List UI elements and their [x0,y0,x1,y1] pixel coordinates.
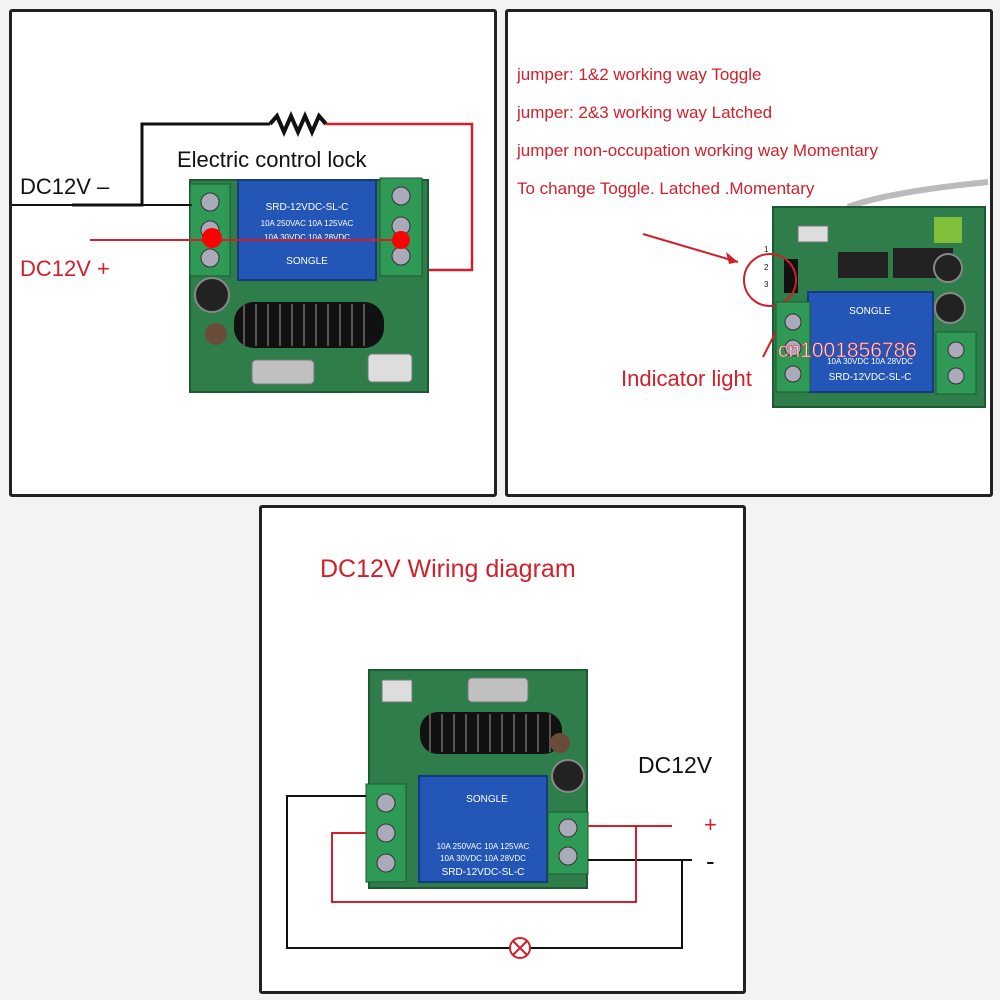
antenna-coil [420,712,562,754]
dc-plus-label: DC12V + [20,256,110,281]
terminal-screw [784,339,802,357]
relay-brand: SONGLE [849,306,891,317]
pin-label: 3 [764,280,769,289]
capacitor [550,733,570,753]
terminal-screw [391,246,411,266]
dc-minus-label: DC12V – [20,174,110,199]
antenna-coil [234,302,384,348]
jumper-highlight-circle [743,253,797,307]
relay-brand: SONGLE [466,794,508,805]
learn-button [381,679,413,703]
note-change-mode: To change Toggle. Latched .Momentary [517,179,815,198]
terminal-screw [947,341,965,359]
lock-resistor-icon [268,111,328,137]
panel-dc12v-wiring: DC12V Wiring diagram SONGLE 10A 250VAC 1… [259,505,746,994]
dc12v-label: DC12V [638,752,713,778]
watermark: cn1001856786 [778,339,917,362]
jumper-diagram: 1 2 3 SONGLE 10A 30VDC 10A 28VDC SRD-12V… [621,179,989,408]
terminal-screw [376,823,396,843]
pin-label: 2 [764,263,769,272]
lock-wiring-diagram: SRD-12VDC-SL-C 10A 250VAC 10A 125VAC 10A… [12,111,474,393]
terminal-screw [391,186,411,206]
capacitor [194,277,230,313]
terminal-screw [784,313,802,331]
minus-label: - [706,846,715,876]
relay-rating-text: 10A 30VDC 10A 28VDC [264,233,350,242]
terminal-screw [558,818,578,838]
terminal-screw [947,367,965,385]
terminal-screw [200,248,220,268]
learn-button [797,225,829,243]
positive-terminal-dot [392,231,410,249]
relay-rating-text: 10A 30VDC 10A 28VDC [827,357,913,366]
indicator-label: Indicator light [621,366,752,391]
relay-model-text: SRD-12VDC-SL-C [829,372,912,383]
terminal-screw [784,365,802,383]
lock-label: Electric control lock [177,147,368,172]
relay-brand: SONGLE [286,256,328,267]
lamp-icon [509,937,531,959]
note-toggle: jumper: 1&2 working way Toggle [517,65,762,84]
capacitor [205,323,227,345]
terminal-screw [376,853,396,873]
panel-lock-wiring: SRD-12VDC-SL-C 10A 250VAC 10A 125VAC 10A… [9,9,497,497]
pin-label: 1 [764,245,769,254]
learn-button [367,353,413,383]
plus-label: + [704,812,717,837]
relay-rating-text: 10A 250VAC 10A 125VAC [261,219,354,228]
antenna-wire [846,179,989,210]
relay [418,775,548,883]
terminal-screw [200,192,220,212]
dc12v-wiring-diagram: DC12V Wiring diagram SONGLE 10A 250VAC 1… [286,555,717,959]
crystal [467,677,529,703]
crystal [251,359,315,385]
arrow-head-icon [726,252,738,264]
relay-model-text: SRD-12VDC-SL-C [266,202,349,213]
terminal-screw [376,793,396,813]
capacitor [551,759,585,793]
lock-return-wire [326,122,474,272]
ic-chip [838,252,888,278]
capacitor [934,292,966,324]
load-wire-black [286,795,510,949]
positive-terminal-dot [202,228,222,248]
jumper-header [784,259,798,293]
right-terminal-block [935,331,977,395]
note-latched: jumper: 2&3 working way Latched [517,103,773,122]
diagram-title: DC12V Wiring diagram [320,555,576,583]
capacitor [933,253,963,283]
terminal-screw [558,846,578,866]
note-momentary: jumper non-occupation working way Moment… [517,141,878,160]
jumper-arrow [642,233,739,263]
relay-rating-text: 10A 250VAC 10A 125VAC [437,842,530,851]
relay-rating-text: 10A 30VDC 10A 28VDC [440,854,526,863]
panel-jumper-modes: jumper: 1&2 working way Toggle jumper: 2… [505,9,993,497]
relay [237,179,377,281]
relay-model-text: SRD-12VDC-SL-C [442,867,525,878]
coil-inductor [934,217,962,243]
